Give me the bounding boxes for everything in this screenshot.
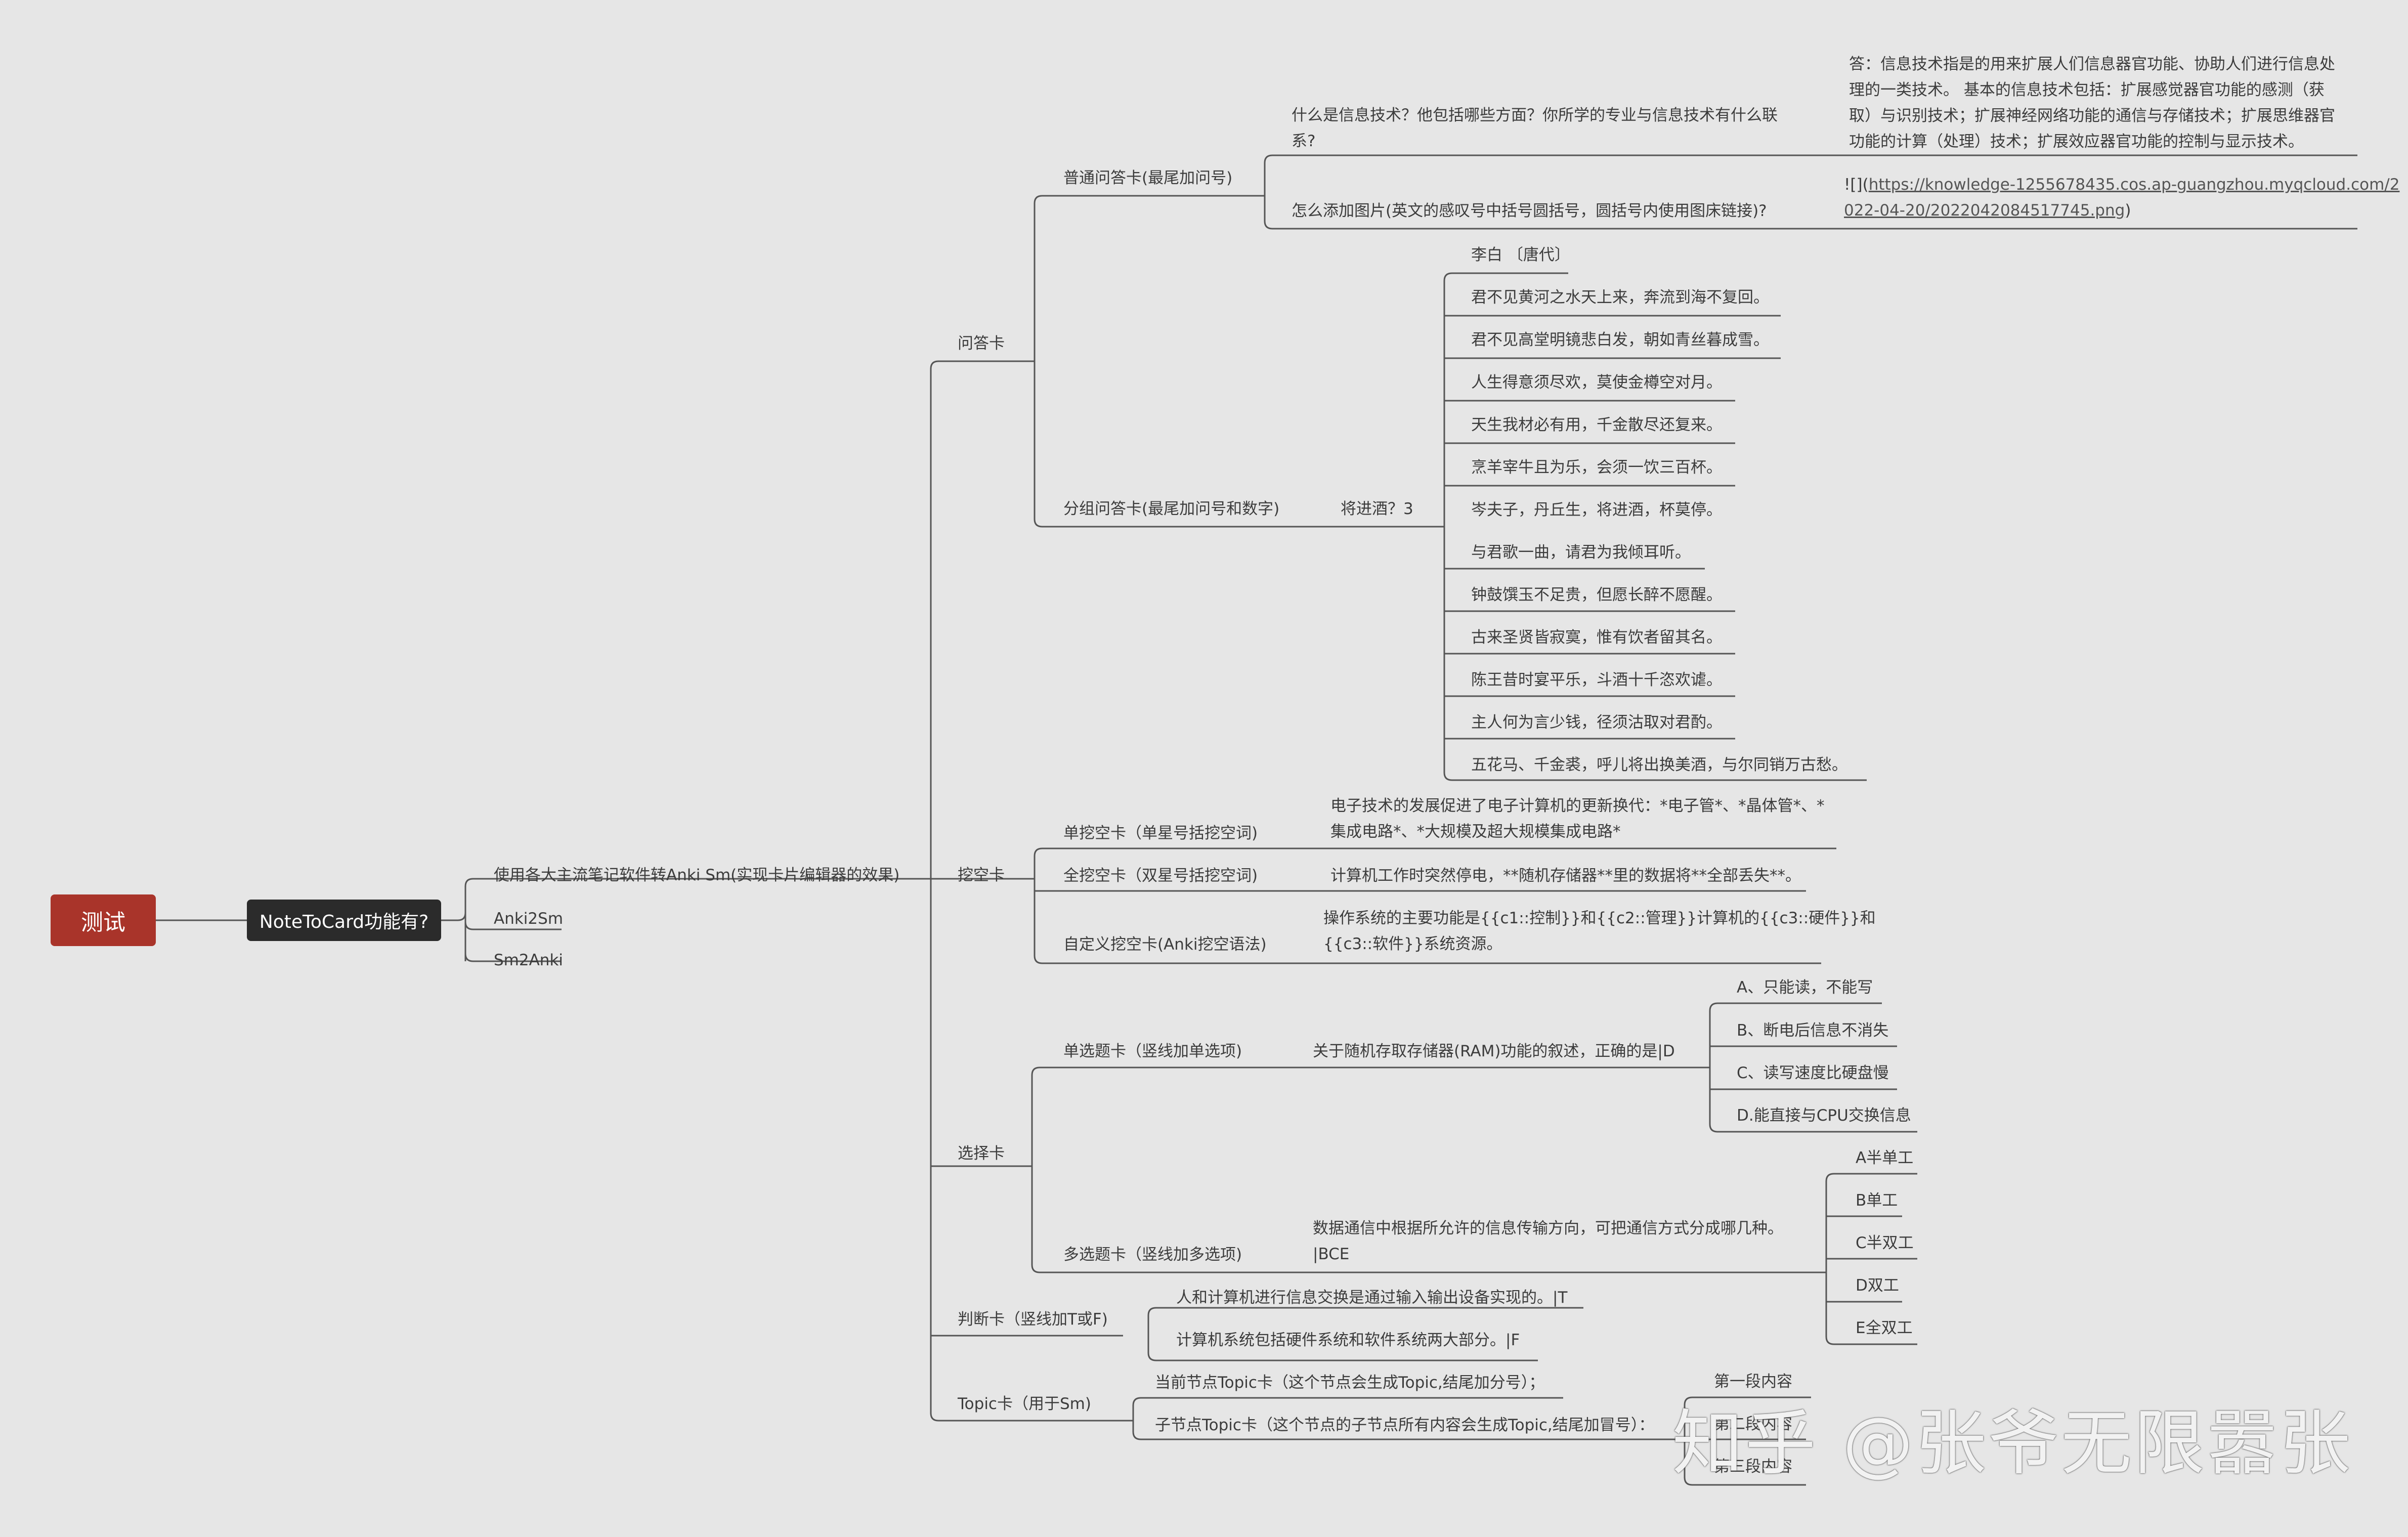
poem-line[interactable]: 烹羊宰牛且为乐，会须一饮三百杯。: [1471, 458, 1722, 477]
category-judge[interactable]: 判断卡（竖线加T或F): [958, 1310, 1108, 1329]
topic-item[interactable]: 第三段内容: [1714, 1458, 1792, 1476]
cloze-custom-text[interactable]: 操作系统的主要功能是{{c1::控制}}和{{c2::管理}}计算机的{{c3:…: [1323, 909, 1876, 953]
category-topic[interactable]: Topic卡（用于Sm): [958, 1395, 1091, 1413]
judge-true[interactable]: 人和计算机进行信息交换是通过输入输出设备实现的。|T: [1176, 1289, 1568, 1307]
image-url-link[interactable]: https://knowledge-1255678435.cos.ap-guan…: [1844, 176, 2400, 220]
category-qa[interactable]: 问答卡: [958, 334, 1005, 353]
zhihu-watermark: 知乎 @张爷无限嚣张: [1672, 1402, 2352, 1485]
feature-anki[interactable]: 使用各大主流笔记软件转Anki Sm(实现卡片编辑器的效果): [494, 866, 900, 884]
cloze-custom[interactable]: 自定义挖空卡(Anki挖空语法): [1063, 935, 1267, 954]
feature-sm2anki[interactable]: Sm2Anki: [494, 951, 564, 969]
topic-item[interactable]: 第一段内容: [1714, 1373, 1792, 1391]
qa-group-question[interactable]: 将进酒？3: [1341, 500, 1413, 518]
choice-single[interactable]: 单选题卡（竖线加单选项): [1063, 1042, 1242, 1060]
category-choice[interactable]: 选择卡: [958, 1144, 1005, 1163]
topic-current[interactable]: 当前节点Topic卡（这个节点会生成Topic,结尾加分号）；: [1155, 1374, 1545, 1392]
judge-false[interactable]: 计算机系统包括硬件系统和软件系统两大部分。|F: [1176, 1331, 1520, 1349]
qa-question-2[interactable]: 怎么添加图片(英文的感叹号中括号圆括号，圆括号内使用图床链接)?: [1292, 202, 1767, 220]
qa-answer-1[interactable]: 答：信息技术指是的用来扩展人们信息器官功能、协助人们进行信息处 理的一类技术。 …: [1849, 55, 2335, 151]
poem-line[interactable]: 五花马、千金裘，呼儿将出换美酒，与尔同销万古愁。: [1471, 756, 1847, 774]
cloze-single[interactable]: 单挖空卡（单星号括挖空词): [1063, 824, 1258, 842]
topic-item[interactable]: 第二段内容: [1714, 1415, 1792, 1433]
poem-line[interactable]: 岑夫子，丹丘生，将进酒，杯莫停。: [1471, 501, 1722, 519]
root-topic[interactable]: 测试: [51, 894, 156, 946]
poem-line[interactable]: 君不见黄河之水天上来，奔流到海不复回。: [1471, 288, 1769, 307]
image-markup-prefix: ![](: [1844, 176, 1869, 194]
qa-normal[interactable]: 普通问答卡(最尾加问号): [1063, 169, 1233, 187]
feature-anki2sm[interactable]: Anki2Sm: [494, 910, 564, 928]
poem-line[interactable]: 君不见高堂明镜悲白发，朝如青丝暮成雪。: [1471, 331, 1769, 349]
topic-child[interactable]: 子节点Topic卡（这个节点的子节点所有内容会生成Topic,结尾加冒号）：: [1155, 1416, 1655, 1434]
poem-line[interactable]: 天生我材必有用，千金散尽还复来。: [1471, 416, 1722, 434]
choice-option[interactable]: A半单工: [1856, 1149, 1914, 1167]
choice-option[interactable]: A、只能读，不能写: [1737, 978, 1873, 997]
choice-option[interactable]: D.能直接与CPU交换信息: [1737, 1106, 1911, 1125]
choice-option[interactable]: C、读写速度比硬盘慢: [1737, 1064, 1889, 1082]
cloze-single-text[interactable]: 电子技术的发展促进了电子计算机的更新换代：*电子管*、*晶体管*、* 集成电路*…: [1330, 797, 1825, 841]
choice-option[interactable]: B单工: [1856, 1191, 1898, 1210]
cloze-full[interactable]: 全挖空卡（双星号括挖空词): [1063, 867, 1258, 885]
poem-line[interactable]: 人生得意须尽欢，莫使金樽空对月。: [1471, 373, 1722, 392]
choice-option[interactable]: D双工: [1856, 1276, 1899, 1295]
cloze-full-text[interactable]: 计算机工作时突然停电，**随机存储器**里的数据将**全部丢失**。: [1330, 867, 1801, 885]
poem-line[interactable]: 陈王昔时宴平乐，斗酒十千恣欢谑。: [1471, 671, 1722, 689]
choice-single-question[interactable]: 关于随机存取存储器(RAM)功能的叙述，正确的是|D: [1313, 1042, 1675, 1060]
choice-option[interactable]: E全双工: [1856, 1319, 1913, 1337]
image-markup-suffix: ): [2125, 201, 2131, 220]
choice-option[interactable]: B、断电后信息不消失: [1737, 1021, 1889, 1040]
qa-group[interactable]: 分组问答卡(最尾加问号和数字): [1063, 500, 1280, 518]
main-topic[interactable]: NoteToCard功能有?: [247, 900, 441, 941]
choice-multi[interactable]: 多选题卡（竖线加多选项): [1063, 1246, 1242, 1264]
qa-answer-2[interactable]: ![](https://knowledge-1255678435.cos.ap-…: [1844, 172, 2399, 224]
poem-line[interactable]: 钟鼓馔玉不足贵，但愿长醉不愿醒。: [1471, 586, 1722, 604]
qa-question-1[interactable]: 什么是信息技术？他包括哪些方面？你所学的专业与信息技术有什么联 系?: [1292, 106, 1778, 150]
poem-line[interactable]: 李白 〔唐代〕: [1471, 246, 1570, 264]
choice-option[interactable]: C半双工: [1856, 1234, 1914, 1252]
poem-line[interactable]: 古来圣贤皆寂寞，惟有饮者留其名。: [1471, 628, 1722, 647]
poem-line[interactable]: 主人何为言少钱，径须沽取对君酌。: [1471, 713, 1722, 732]
poem-line[interactable]: 与君歌一曲，请君为我倾耳听。: [1471, 543, 1691, 562]
category-cloze[interactable]: 挖空卡: [958, 866, 1005, 884]
choice-multi-question[interactable]: 数据通信中根据所允许的信息传输方向，可把通信方式分成哪几种。 |BCE: [1313, 1219, 1783, 1263]
